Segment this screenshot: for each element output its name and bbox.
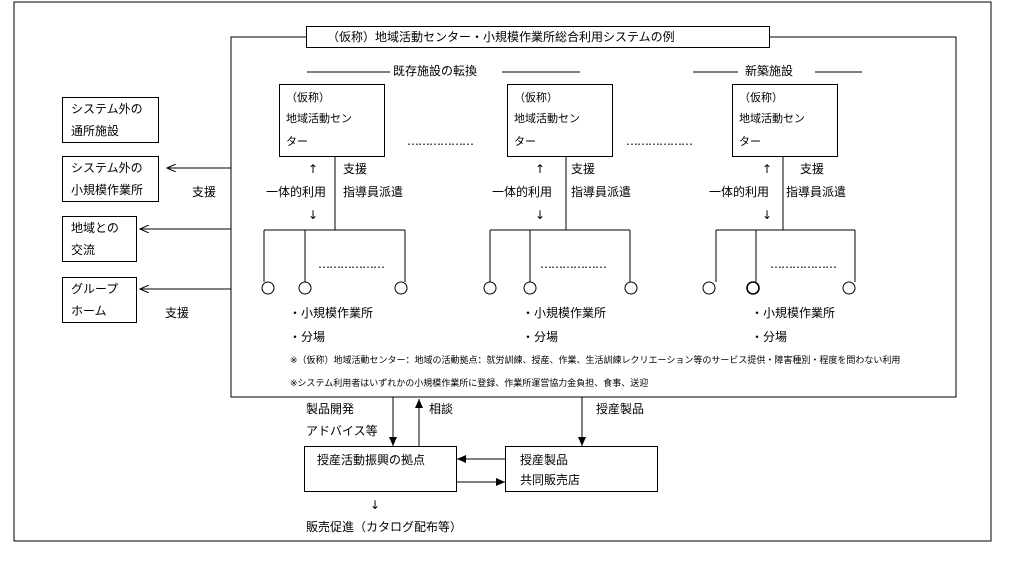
center-box-1: （仮称） 地域活動セン ター xyxy=(279,84,385,157)
integrated-use-label: 一体的利用 xyxy=(492,185,553,199)
center-box-line1: （仮称） xyxy=(739,91,783,104)
left-box-line1: グループ xyxy=(71,282,119,296)
ellipsis-between-centers-2: ……………… xyxy=(626,134,693,148)
left-box-group-home: グループ ホーム xyxy=(62,277,137,323)
left-box-line2: ホーム xyxy=(71,304,107,318)
shop-box-line1: 授産製品 xyxy=(520,453,569,467)
down-arrow: ↓ xyxy=(762,208,773,222)
support-label: 支援 xyxy=(343,162,368,176)
prod-goods-label: 授産製品 xyxy=(596,402,645,416)
left-box-community-exchange: 地域との 交流 xyxy=(62,216,137,262)
left-box-outside-facility: システム外の 通所施設 xyxy=(62,97,159,143)
note-system-users: ※システム利用者はいずれかの小規模作業所に登録、作業所運営協力金負担、食事、送迎 xyxy=(290,379,649,389)
hub-box: 授産活動振興の拠点 xyxy=(304,446,457,492)
center-box-line2: 地域活動セン xyxy=(286,112,352,125)
dispatch-label: 指導員派遣 xyxy=(786,185,847,199)
consult-label: 相談 xyxy=(429,402,454,416)
ellipsis-between-centers-1: ……………… xyxy=(407,134,474,148)
left-box-line2: 通所施設 xyxy=(71,124,120,138)
shop-box-line2: 共同販売店 xyxy=(520,473,581,487)
ellipsis-branches: ……………… xyxy=(770,257,837,271)
center-box-3: （仮称） 地域活動セン ター xyxy=(732,84,838,157)
center-box-2: （仮称） 地域活動セン ター xyxy=(507,84,613,157)
center-box-line2: 地域活動セン xyxy=(739,112,805,125)
left-box-line1: 地域との xyxy=(71,221,119,235)
center-box-line3: ター xyxy=(286,135,308,148)
center-box-line1: （仮称） xyxy=(514,91,558,104)
branch-label-workshop: ・小規模作業所 xyxy=(289,306,374,320)
down-arrow: ↓ xyxy=(535,208,546,222)
left-box-line2: 交流 xyxy=(71,243,96,257)
heading-new: 新築施設 xyxy=(745,64,794,78)
branch-label-annex: ・分場 xyxy=(751,330,788,344)
down-arrow: ↓ xyxy=(370,498,381,512)
integrated-use-label: 一体的利用 xyxy=(266,185,327,199)
left-box-line2: 小規模作業所 xyxy=(71,183,144,197)
shop-box: 授産製品 共同販売店 xyxy=(505,446,658,492)
left-support-label: 支援 xyxy=(165,306,190,320)
dispatch-label: 指導員派遣 xyxy=(571,185,632,199)
diagram-title: （仮称）地域活動センター・小規模作業所総合利用システムの例 xyxy=(306,26,770,48)
branch-label-annex: ・分場 xyxy=(289,330,326,344)
up-arrow: ↑ xyxy=(762,162,773,176)
note-center-definition: ※（仮称）地域活動センター：地域の活動拠点：就労訓練、授産、作業、生活訓練レクリ… xyxy=(290,356,901,366)
left-box-line1: システム外の xyxy=(71,102,143,116)
center-box-line1: （仮称） xyxy=(286,91,330,104)
left-support-label: 支援 xyxy=(192,185,217,199)
support-label: 支援 xyxy=(571,162,596,176)
center-box-line3: ター xyxy=(739,135,761,148)
center-box-line2: 地域活動セン xyxy=(514,112,580,125)
center-box-line3: ター xyxy=(514,135,536,148)
product-dev-label: 製品開発 xyxy=(306,402,355,416)
integrated-use-label: 一体的利用 xyxy=(709,185,770,199)
left-box-outside-workshop: システム外の 小規模作業所 xyxy=(62,156,159,202)
hub-box-label: 授産活動振興の拠点 xyxy=(317,453,426,467)
branch-label-annex: ・分場 xyxy=(522,330,559,344)
heading-existing: 既存施設の転換 xyxy=(393,64,478,78)
branch-label-workshop: ・小規模作業所 xyxy=(751,306,836,320)
up-arrow: ↑ xyxy=(308,162,319,176)
ellipsis-branches: ……………… xyxy=(318,257,385,271)
up-arrow: ↑ xyxy=(535,162,546,176)
left-box-line1: システム外の xyxy=(71,161,143,175)
support-label: 支援 xyxy=(800,162,825,176)
down-arrow: ↓ xyxy=(308,208,319,222)
sales-promotion-label: 販売促進（カタログ配布等） xyxy=(306,520,463,534)
dispatch-label: 指導員派遣 xyxy=(343,185,404,199)
advice-label: アドバイス等 xyxy=(306,424,378,438)
branch-label-workshop: ・小規模作業所 xyxy=(522,306,607,320)
ellipsis-branches: ……………… xyxy=(540,257,607,271)
